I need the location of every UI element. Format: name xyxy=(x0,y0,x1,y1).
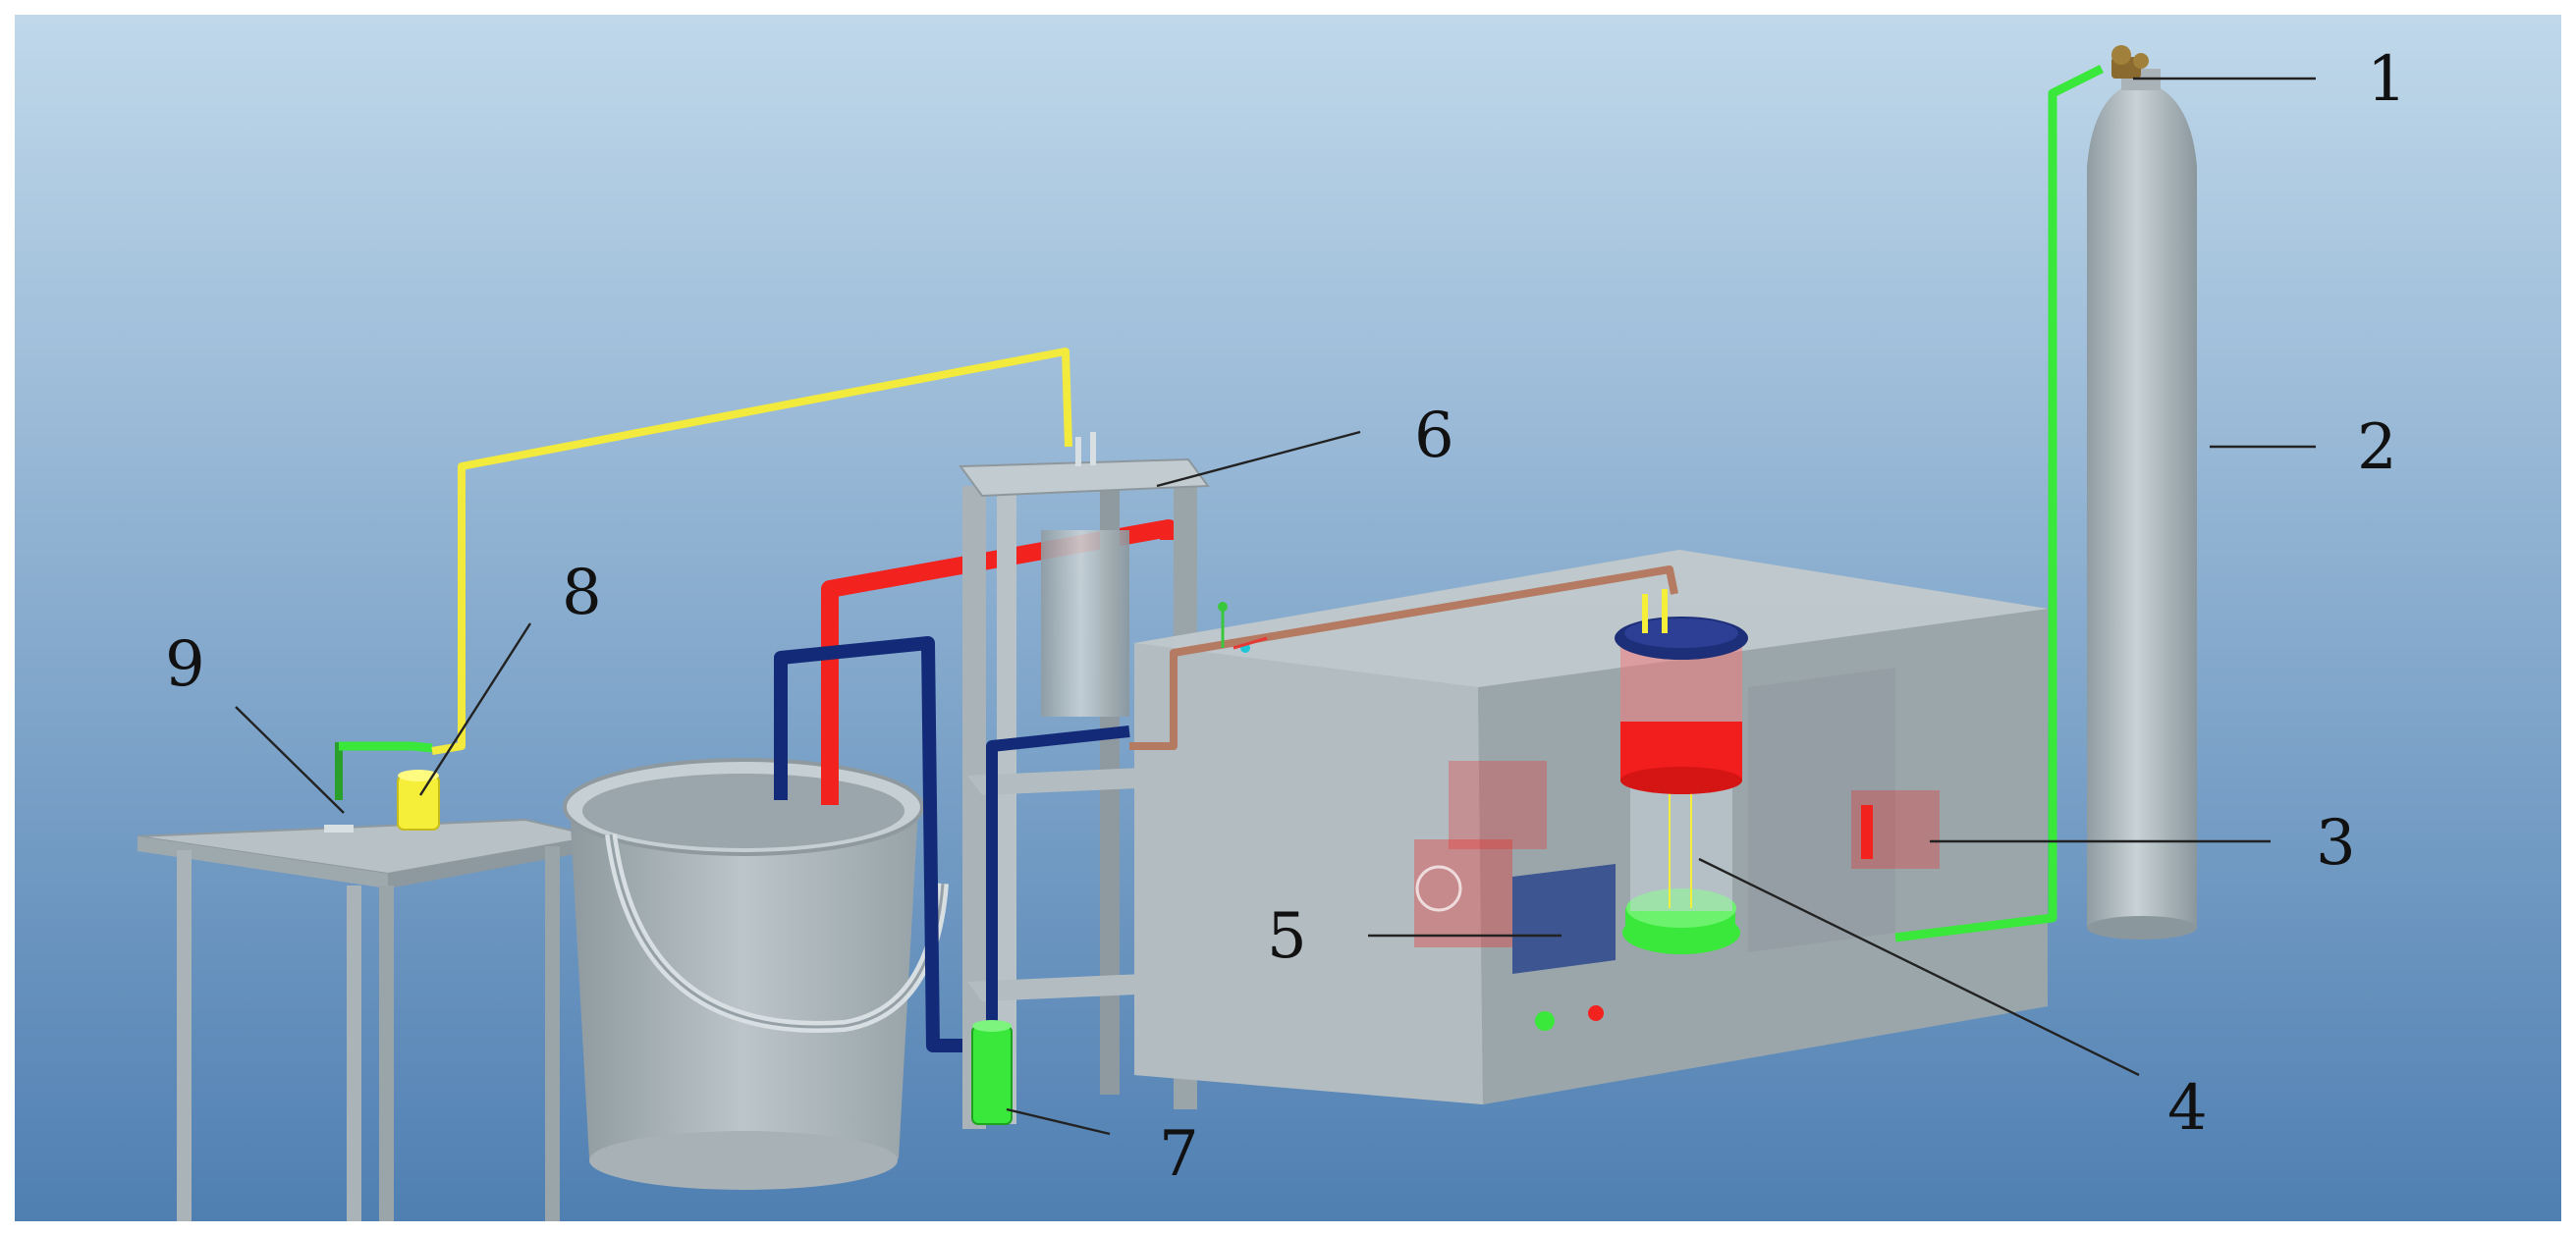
leader-4 xyxy=(1698,857,2140,1077)
callout-1: 1 xyxy=(2367,43,2407,116)
gas-cylinder xyxy=(2087,69,2197,940)
callout-8: 8 xyxy=(562,557,602,629)
water-bucket xyxy=(563,758,949,1190)
callout-3: 3 xyxy=(2316,807,2356,880)
green-pump xyxy=(971,1020,1013,1125)
callout-6: 6 xyxy=(1414,400,1454,472)
leader-8 xyxy=(418,622,532,796)
leader-9 xyxy=(235,706,345,814)
control-panel xyxy=(1512,864,1616,1031)
callout-5: 5 xyxy=(1267,900,1307,973)
blue-stand-line xyxy=(986,725,1130,1046)
heater-units xyxy=(1414,761,1940,947)
yellow-sensor-unit xyxy=(324,741,440,833)
callout-4: 4 xyxy=(2167,1072,2208,1145)
blue-return-line xyxy=(774,636,992,1052)
callout-2: 2 xyxy=(2357,411,2397,484)
callout-7: 7 xyxy=(1159,1118,1199,1191)
callout-9: 9 xyxy=(165,628,205,701)
cylinder-valve xyxy=(2111,45,2149,79)
leader-7 xyxy=(1006,1107,1111,1136)
side-table xyxy=(137,818,598,1221)
valve-marker xyxy=(1218,602,1268,653)
leader-6 xyxy=(1156,430,1361,488)
leader-lines xyxy=(235,77,2316,1136)
copper-gas-line xyxy=(1129,565,1678,750)
green-gas-line xyxy=(1894,64,2105,942)
reactor-vessel xyxy=(1615,589,1748,954)
